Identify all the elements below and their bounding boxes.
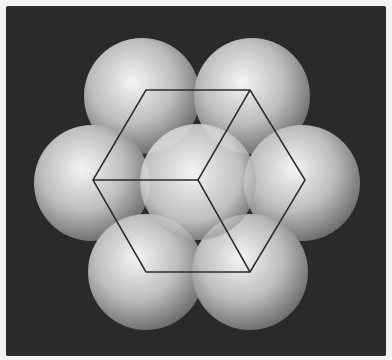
sphere-center <box>140 124 256 240</box>
